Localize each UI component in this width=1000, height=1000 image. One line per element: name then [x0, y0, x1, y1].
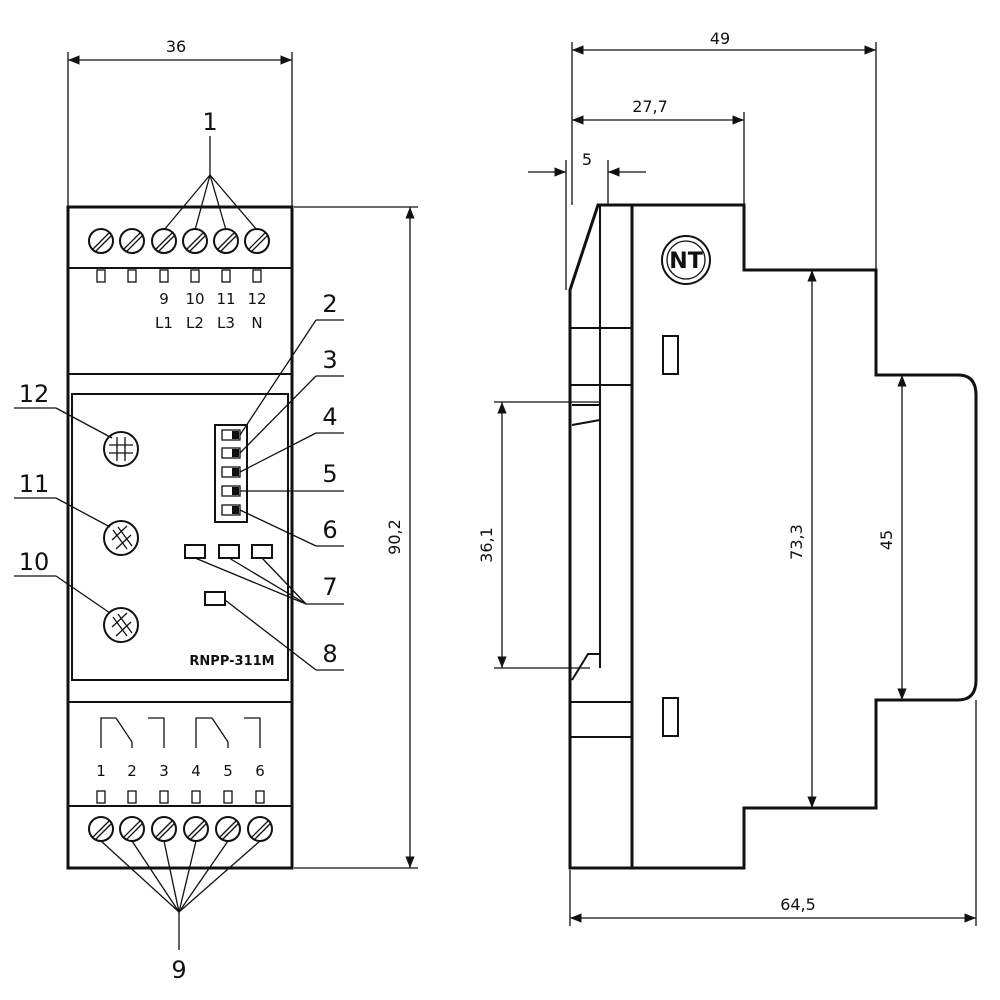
- svg-text:12: 12: [19, 380, 50, 408]
- side-housing-profile: [568, 203, 978, 870]
- front-view: 36 90,2 9: [14, 37, 418, 984]
- svg-text:3: 3: [322, 346, 337, 374]
- terminal-number-5: 5: [223, 762, 233, 780]
- side-depth-49-dimension: 49: [571, 29, 877, 270]
- side-lip-5-dimension: 5: [528, 150, 646, 290]
- side-rail-slot-dimension: 36,1: [477, 401, 600, 669]
- side-total-depth-label: 64,5: [780, 895, 816, 914]
- latch-window: [662, 697, 679, 737]
- front-panel: [71, 393, 289, 681]
- terminal-screw: [88, 816, 114, 842]
- terminal-screw: [119, 228, 145, 254]
- terminal-number-9: 9: [159, 290, 169, 308]
- terminal-screw: [182, 228, 208, 254]
- callout-9: 9: [100, 840, 261, 984]
- side-body-height-label: 73,3: [787, 524, 806, 560]
- manufacturer-logo: NT: [661, 235, 711, 285]
- latch-window: [662, 335, 679, 375]
- svg-text:9: 9: [171, 956, 186, 984]
- svg-text:4: 4: [322, 403, 337, 431]
- callout-6: 6: [239, 509, 344, 547]
- terminal-screw: [244, 228, 270, 254]
- top-terminal-block: [88, 228, 270, 283]
- terminal-screw: [151, 816, 177, 842]
- terminal-number-12: 12: [247, 290, 266, 308]
- led-indicator: [251, 544, 273, 559]
- phase-label-l3: L3: [217, 314, 235, 332]
- side-body-height-dimension: 73,3: [787, 270, 817, 808]
- terminal-number-3: 3: [159, 762, 169, 780]
- terminal-number-10: 10: [185, 290, 204, 308]
- front-housing: [66, 205, 294, 870]
- front-height-dimension: 90,2: [294, 206, 418, 869]
- svg-text:8: 8: [322, 640, 337, 668]
- svg-text:10: 10: [19, 548, 50, 576]
- side-depth-49-label: 49: [710, 29, 730, 48]
- potentiometer-10: [103, 607, 139, 643]
- callout-7: 7: [194, 557, 344, 605]
- phase-label-l1: L1: [155, 314, 173, 332]
- terminal-screw: [247, 816, 273, 842]
- side-depth-27-7-dimension: 27,7: [572, 97, 745, 210]
- callout-1: 1: [163, 108, 258, 231]
- side-total-depth-dimension: 64,5: [569, 700, 977, 926]
- terminal-number-1: 1: [96, 762, 106, 780]
- model-label: RNPP-311M: [189, 654, 274, 669]
- callout-10: 10: [14, 548, 111, 614]
- terminal-screw: [215, 816, 241, 842]
- terminal-number-11: 11: [216, 290, 235, 308]
- terminal-screw: [213, 228, 239, 254]
- terminal-screw: [88, 228, 114, 254]
- side-rail-face-label: 45: [877, 530, 896, 550]
- terminal-screw: [183, 816, 209, 842]
- terminal-number-6: 6: [255, 762, 265, 780]
- callout-8: 8: [224, 599, 344, 671]
- phase-label-n: N: [251, 314, 262, 332]
- svg-text:7: 7: [322, 573, 337, 601]
- terminal-screw: [151, 228, 177, 254]
- led-indicator: [204, 591, 226, 606]
- potentiometer-12: [103, 431, 139, 467]
- phase-label-l2: L2: [186, 314, 204, 332]
- callout-4: 4: [239, 403, 344, 473]
- led-indicator: [184, 544, 206, 559]
- callout-5: 5: [240, 460, 344, 492]
- dip-switch-block: [214, 424, 248, 523]
- relay-contact-symbols: [100, 717, 261, 748]
- side-rail-face-dimension: 45: [877, 375, 907, 700]
- terminal-number-2: 2: [127, 762, 137, 780]
- side-depth-27-7-label: 27,7: [632, 97, 668, 116]
- svg-text:2: 2: [322, 290, 337, 318]
- callout-12: 12: [14, 380, 113, 439]
- front-width-dimension: 36: [67, 37, 293, 207]
- bottom-terminal-block: [88, 790, 273, 842]
- callout-2: 2: [239, 290, 344, 436]
- led-indicator: [218, 544, 240, 559]
- terminal-screw: [119, 816, 145, 842]
- terminal-number-4: 4: [191, 762, 201, 780]
- side-lip-5-label: 5: [582, 150, 592, 169]
- potentiometer-11: [103, 520, 139, 556]
- svg-text:1: 1: [202, 108, 217, 136]
- callout-3: 3: [239, 346, 344, 454]
- callout-11: 11: [14, 470, 111, 528]
- svg-text:11: 11: [19, 470, 50, 498]
- side-view: 49 27,7 5 N: [477, 29, 978, 926]
- logo-text: NT: [669, 249, 702, 274]
- svg-text:6: 6: [322, 516, 337, 544]
- front-height-label: 90,2: [385, 519, 404, 555]
- side-rail-slot-label: 36,1: [477, 527, 496, 563]
- svg-text:5: 5: [322, 460, 337, 488]
- front-width-label: 36: [166, 37, 186, 56]
